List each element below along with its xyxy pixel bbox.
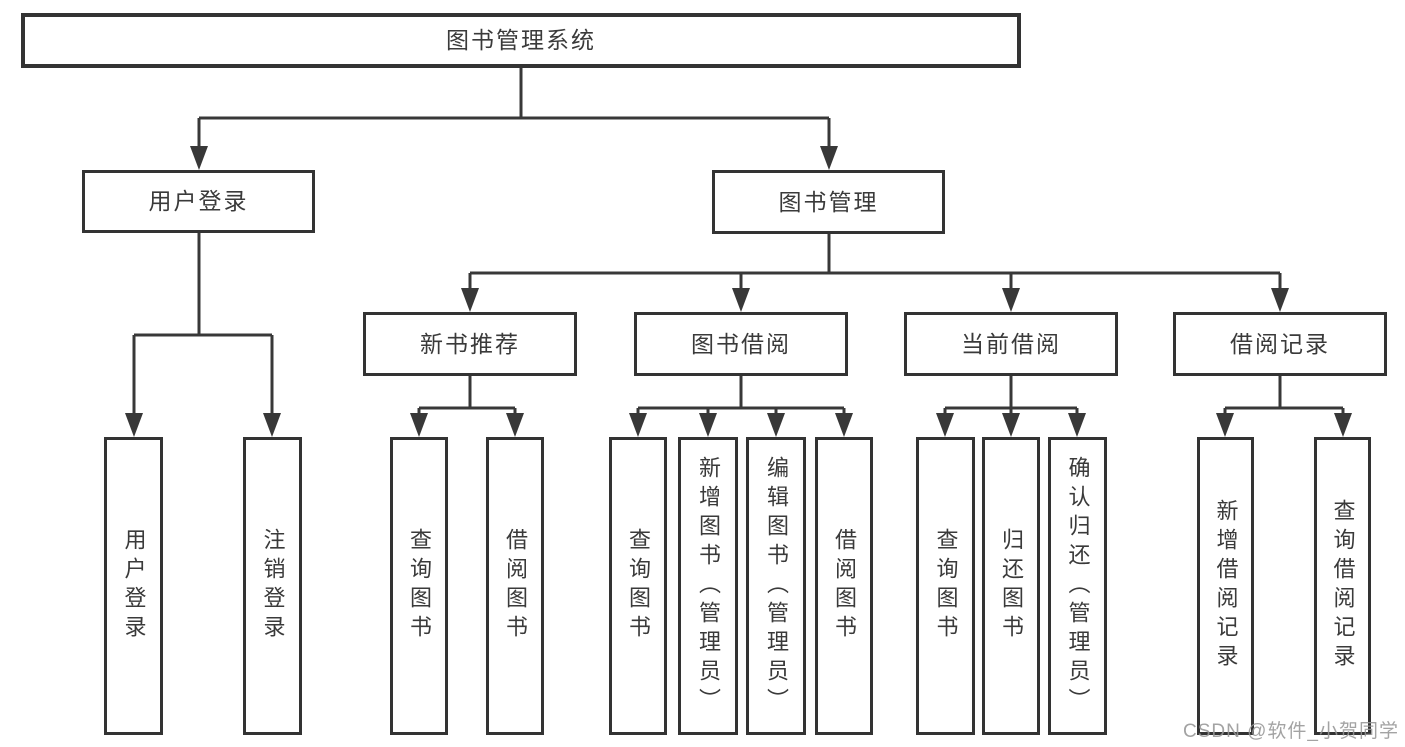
leaf-label: 借阅图书 <box>832 528 857 644</box>
node-label: 当前借阅 <box>961 330 1061 357</box>
leaf-label: 用户登录 <box>121 528 147 644</box>
leaf-label: 新增借阅记录 <box>1213 499 1239 673</box>
leaf-borrow-books-recommend: 借阅图书 <box>486 437 544 735</box>
node-library-management-system: 图书管理系统 <box>21 13 1021 68</box>
node-label: 新书推荐 <box>420 330 520 357</box>
leaf-label: 查询图书 <box>933 528 959 644</box>
node-user-login: 用户登录 <box>82 170 315 233</box>
leaf-logout: 注销登录 <box>243 437 302 735</box>
node-new-book-recommendation: 新书推荐 <box>363 312 577 376</box>
node-label: 图书管理系统 <box>446 27 596 53</box>
leaf-borrow-books-borrowing: 借阅图书 <box>815 437 873 735</box>
leaf-label: 新增图书（管理员） <box>696 455 721 717</box>
leaf-add-books-admin: 新增图书（管理员） <box>678 437 738 735</box>
leaf-return-books: 归还图书 <box>982 437 1040 735</box>
leaf-label: 注销登录 <box>260 528 286 644</box>
leaf-label: 确认归还（管理员） <box>1065 455 1091 717</box>
leaf-confirm-return-admin: 确认归还（管理员） <box>1048 437 1107 735</box>
node-borrowing-records: 借阅记录 <box>1173 312 1387 376</box>
node-current-borrowing: 当前借阅 <box>904 312 1118 376</box>
leaf-query-borrow-record: 查询借阅记录 <box>1314 437 1371 735</box>
leaf-query-books-current: 查询图书 <box>916 437 975 735</box>
leaf-query-books-recommend: 查询图书 <box>390 437 448 735</box>
leaf-label: 查询借阅记录 <box>1330 499 1356 673</box>
node-label: 用户登录 <box>148 188 249 214</box>
node-label: 图书借阅 <box>691 330 791 357</box>
leaf-edit-books-admin: 编辑图书（管理员） <box>746 437 806 735</box>
leaf-label: 编辑图书（管理员） <box>764 455 789 717</box>
node-book-borrowing: 图书借阅 <box>634 312 848 376</box>
leaf-label: 查询图书 <box>626 528 651 644</box>
node-label: 图书管理 <box>778 188 879 215</box>
leaf-label: 借阅图书 <box>503 528 528 644</box>
leaf-query-books-borrowing: 查询图书 <box>609 437 667 735</box>
csdn-watermark: CSDN @软件_小贺同学 <box>1183 721 1399 742</box>
node-label: 借阅记录 <box>1230 330 1330 357</box>
leaf-user-login: 用户登录 <box>104 437 163 735</box>
node-book-management: 图书管理 <box>712 170 945 234</box>
leaf-add-borrow-record: 新增借阅记录 <box>1197 437 1254 735</box>
leaf-label: 查询图书 <box>407 528 432 644</box>
leaf-label: 归还图书 <box>999 528 1024 644</box>
